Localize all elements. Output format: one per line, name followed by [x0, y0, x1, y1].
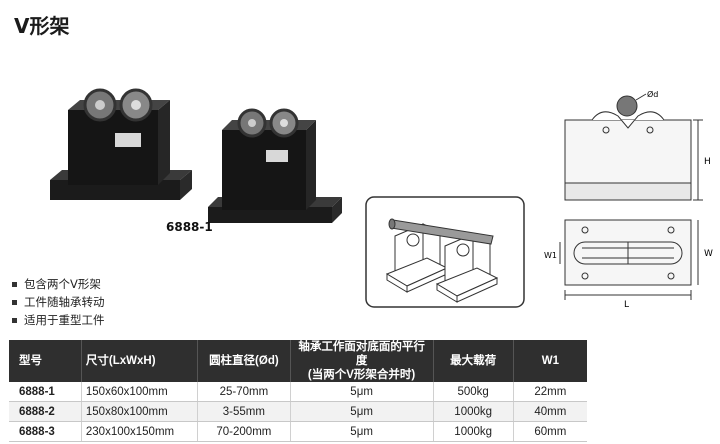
table-row: 6888-2 150x80x100mm 3-55mm 5μm 1000kg 40… [9, 401, 587, 422]
v-block-right [208, 108, 342, 223]
spec-table: 型号 尺寸(LxWxH) 圆柱直径(Ød) 轴承工作面对底面的平行度 (当两个V… [9, 340, 587, 442]
table-row: 6888-1 150x60x100mm 25-70mm 5μm 500kg 22… [9, 382, 587, 402]
technical-drawing: Ød H W W1 L [544, 89, 713, 310]
cell-max-load: 1000kg [433, 401, 514, 422]
cell-parallelism: 5μm [290, 401, 434, 422]
cell-model: 6888-2 [9, 401, 82, 422]
cell-model: 6888-3 [9, 421, 82, 442]
cylinder-workpiece [388, 218, 494, 245]
h-label: H [704, 157, 711, 167]
cell-diameter: 25-70mm [197, 382, 291, 402]
column-header-max-load: 最大载荷 [433, 340, 514, 382]
cell-diameter: 3-55mm [197, 401, 291, 422]
column-header-w1: W1 [513, 340, 587, 382]
model-label: 6888-1 [166, 220, 213, 234]
cell-parallelism: 5μm [290, 421, 434, 442]
cell-size: 150x60x100mm [81, 382, 199, 402]
feature-item: 包含两个V形架 [12, 275, 105, 293]
cell-size: 230x100x150mm [81, 421, 199, 442]
w1-label: W1 [544, 251, 557, 260]
cell-max-load: 500kg [433, 382, 514, 402]
column-header-model: 型号 [9, 340, 82, 382]
table-row: 6888-3 230x100x150mm 70-200mm 5μm 1000kg… [9, 421, 587, 442]
bullet-icon [12, 299, 17, 305]
cell-max-load: 1000kg [433, 421, 514, 442]
feature-item: 适用于重型工件 [12, 311, 105, 329]
cell-diameter: 70-200mm [197, 421, 291, 442]
cell-w1: 40mm [513, 401, 587, 422]
column-header-diameter: 圆柱直径(Ød) [197, 340, 291, 382]
bullet-icon [12, 281, 17, 287]
product-photo [50, 88, 342, 223]
cell-parallelism: 5μm [290, 382, 434, 402]
l-label: L [624, 300, 629, 310]
diameter-label: Ød [647, 89, 658, 99]
cell-size: 150x80x100mm [81, 401, 199, 422]
table-header-row: 型号 尺寸(LxWxH) 圆柱直径(Ød) 轴承工作面对底面的平行度 (当两个V… [9, 340, 587, 382]
feature-item: 工件随轴承转动 [12, 293, 105, 311]
feature-list: 包含两个V形架 工件随轴承转动 适用于重型工件 [12, 275, 105, 329]
column-header-size: 尺寸(LxWxH) [81, 340, 199, 382]
column-header-parallelism: 轴承工作面对底面的平行度 (当两个V形架合并时) [290, 340, 434, 382]
usage-illustration [365, 196, 525, 308]
bullet-icon [12, 317, 17, 323]
cell-model: 6888-1 [9, 382, 82, 402]
v-block-left [50, 88, 192, 200]
cell-w1: 60mm [513, 421, 587, 442]
cell-w1: 22mm [513, 382, 587, 402]
w-label: W [704, 249, 713, 259]
page-title: V形架 [14, 14, 70, 38]
